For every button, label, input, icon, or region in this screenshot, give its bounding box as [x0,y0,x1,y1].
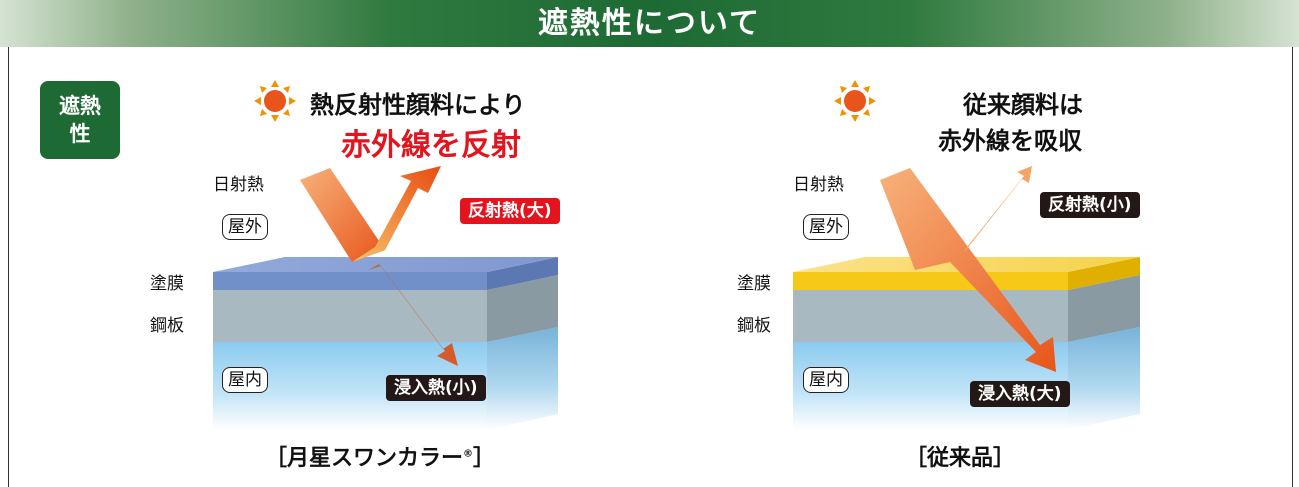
left-indoor-side [487,327,558,430]
left-steel-label: 鋼板 [150,316,184,336]
left-reflected-label: 反射熱(大) [460,198,560,224]
left-caption-close: ］ [473,446,496,471]
left-headline-line-2: 赤外線を反射 [341,128,521,163]
left-caption: ［月星スワンカラー®］ [265,440,495,472]
left-steel-front [213,290,487,342]
right-steel-side [1068,275,1140,342]
left-coating-front [213,272,487,290]
left-indoor-front [213,342,487,430]
right-caption: ［従来品］ [905,446,1016,471]
left-coating-label: 塗膜 [150,274,184,294]
right-outdoor-label: 屋外 [803,214,849,240]
badge-line-1: 遮熱 [59,94,101,118]
left-indoor-label: 屋内 [222,367,268,393]
left-penetrating-label: 浸入熱(小) [386,375,486,401]
right-coating-front [793,272,1068,290]
right-solar-arrow [880,168,1056,372]
right-reflected-label: 反射熱(小) [1040,192,1140,218]
left-outdoor-label: 屋外 [222,214,268,240]
sun-icon [254,80,296,122]
header-bar [0,0,1299,47]
right-indoor-side [1068,327,1140,430]
left-reflected-arrow [352,166,441,262]
right-steel-label: 鋼板 [737,316,771,336]
right-headline-line-1: 従来顔料は [963,91,1083,119]
right-panel-block [793,166,1140,430]
left-penetrating-arrow [368,264,458,366]
left-solar-label: 日射熱 [213,175,264,195]
right-coating-label: 塗膜 [737,274,771,294]
registered-mark: ® [463,448,474,460]
left-steel-side [487,275,558,342]
left-panel-block [213,166,558,430]
sun-icon [834,80,876,122]
badge-line-2: 性 [69,122,91,146]
left-headline-line-1: 熱反射性顔料により [310,91,526,119]
right-indoor-label: 屋内 [803,367,849,393]
right-penetrating-label: 浸入熱(大) [970,381,1070,407]
left-caption-open: ［月星スワンカラー [265,446,464,471]
left-solar-arrow [300,168,385,262]
category-badge: 遮熱 性 [40,81,120,159]
right-reflected-arrow [956,166,1032,256]
left-coating-side [487,257,558,290]
right-coating-side [1068,257,1140,290]
right-solar-label: 日射熱 [793,175,844,195]
right-indoor-front [793,342,1068,430]
left-coating-top [213,257,558,272]
page-title: 遮熱性について [537,6,762,41]
content-frame [8,47,1293,487]
right-headline-line-2: 赤外線を吸収 [938,127,1082,155]
